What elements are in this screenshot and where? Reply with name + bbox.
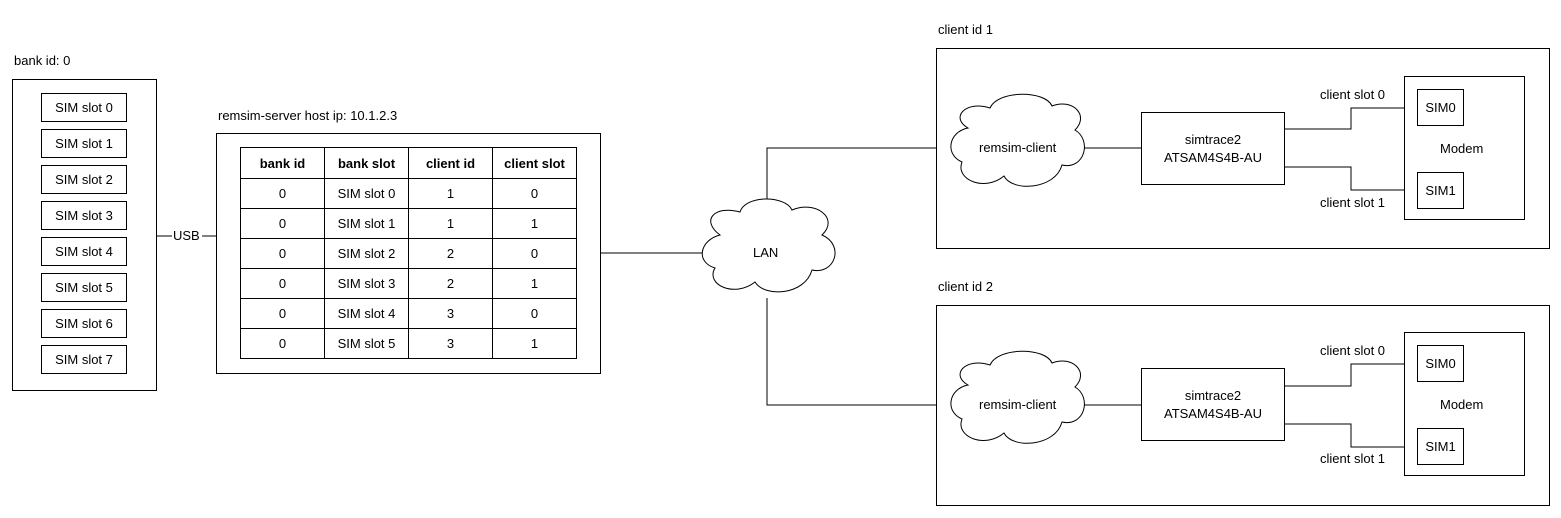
table-cell: SIM slot 4 bbox=[324, 298, 409, 329]
client1-box bbox=[936, 48, 1550, 249]
client1-cloud-shape bbox=[950, 93, 1085, 187]
table-cell: SIM slot 2 bbox=[324, 238, 409, 269]
table-cell: 0 bbox=[492, 298, 577, 329]
client2-cloud-shape bbox=[950, 350, 1085, 444]
client1-modem-label: Modem bbox=[1440, 141, 1484, 156]
client2-modem-label: Modem bbox=[1440, 397, 1484, 412]
bank-slot-7: SIM slot 7 bbox=[41, 345, 127, 374]
table-cell: 2 bbox=[408, 238, 493, 269]
client1-slot0-label: client slot 0 bbox=[1320, 87, 1386, 102]
client2-slot0-label: client slot 0 bbox=[1320, 343, 1386, 358]
client2-title: client id 2 bbox=[938, 279, 993, 294]
bank-slot-4: SIM slot 4 bbox=[41, 237, 127, 266]
table-cell: 0 bbox=[240, 208, 325, 239]
table-cell: 0 bbox=[240, 178, 325, 209]
table-cell: 0 bbox=[240, 298, 325, 329]
table-cell: 1 bbox=[492, 328, 577, 359]
server-title: remsim-server host ip: 10.1.2.3 bbox=[218, 108, 398, 123]
table-header-bank-id: bank id bbox=[240, 147, 325, 179]
sim-bank bbox=[12, 79, 157, 391]
table-header-bank-slot: bank slot bbox=[324, 147, 409, 179]
bank-slot-0: SIM slot 0 bbox=[41, 93, 127, 122]
table-cell: 1 bbox=[492, 268, 577, 299]
table-cell: SIM slot 5 bbox=[324, 328, 409, 359]
table-cell: 0 bbox=[492, 178, 577, 209]
table-cell: 0 bbox=[240, 238, 325, 269]
lan-label: LAN bbox=[753, 245, 779, 260]
client2-sim1: SIM1 bbox=[1417, 428, 1464, 465]
client1-sim1: SIM1 bbox=[1417, 172, 1464, 209]
table-cell: 1 bbox=[408, 178, 493, 209]
client2-device-line1: simtrace2 bbox=[1184, 387, 1242, 403]
table-header-client-slot: client slot bbox=[492, 147, 577, 179]
client1-remsim-client-label: remsim-client bbox=[979, 140, 1057, 155]
bank-slot-6: SIM slot 6 bbox=[41, 309, 127, 338]
table-cell: 3 bbox=[408, 298, 493, 329]
bank-slot-5: SIM slot 5 bbox=[41, 273, 127, 302]
table-cell: 1 bbox=[492, 208, 577, 239]
table-cell: SIM slot 3 bbox=[324, 268, 409, 299]
table-cell: 1 bbox=[408, 208, 493, 239]
table-cell: 2 bbox=[408, 268, 493, 299]
client2-box bbox=[936, 305, 1550, 506]
client1-device-line2: ATSAM4S4B-AU bbox=[1163, 149, 1262, 165]
table-cell: SIM slot 0 bbox=[324, 178, 409, 209]
client1-slot1-label: client slot 1 bbox=[1320, 195, 1386, 210]
bank-slot-2: SIM slot 2 bbox=[41, 165, 127, 194]
table-cell: 0 bbox=[240, 268, 325, 299]
lan-cloud-shape bbox=[701, 198, 836, 293]
table-cell: 3 bbox=[408, 328, 493, 359]
bank-slot-1: SIM slot 1 bbox=[41, 129, 127, 158]
client1-simtrace2-device: simtrace2 ATSAM4S4B-AU bbox=[1141, 112, 1285, 185]
table-header-client-id: client id bbox=[408, 147, 493, 179]
client1-sim0: SIM0 bbox=[1417, 89, 1464, 126]
client2-device-line2: ATSAM4S4B-AU bbox=[1163, 405, 1262, 421]
client2-simtrace2-device: simtrace2 ATSAM4S4B-AU bbox=[1141, 368, 1285, 441]
table-cell: SIM slot 1 bbox=[324, 208, 409, 239]
client2-slot1-label: client slot 1 bbox=[1320, 451, 1386, 466]
client1-title: client id 1 bbox=[938, 22, 993, 37]
bank-slot-3: SIM slot 3 bbox=[41, 201, 127, 230]
client1-device-line1: simtrace2 bbox=[1184, 131, 1242, 147]
table-cell: 0 bbox=[492, 238, 577, 269]
table-cell: 0 bbox=[240, 328, 325, 359]
client2-sim0: SIM0 bbox=[1417, 345, 1464, 382]
bank-title: bank id: 0 bbox=[14, 53, 71, 68]
usb-label: USB bbox=[173, 228, 200, 243]
client2-remsim-client-label: remsim-client bbox=[979, 397, 1057, 412]
